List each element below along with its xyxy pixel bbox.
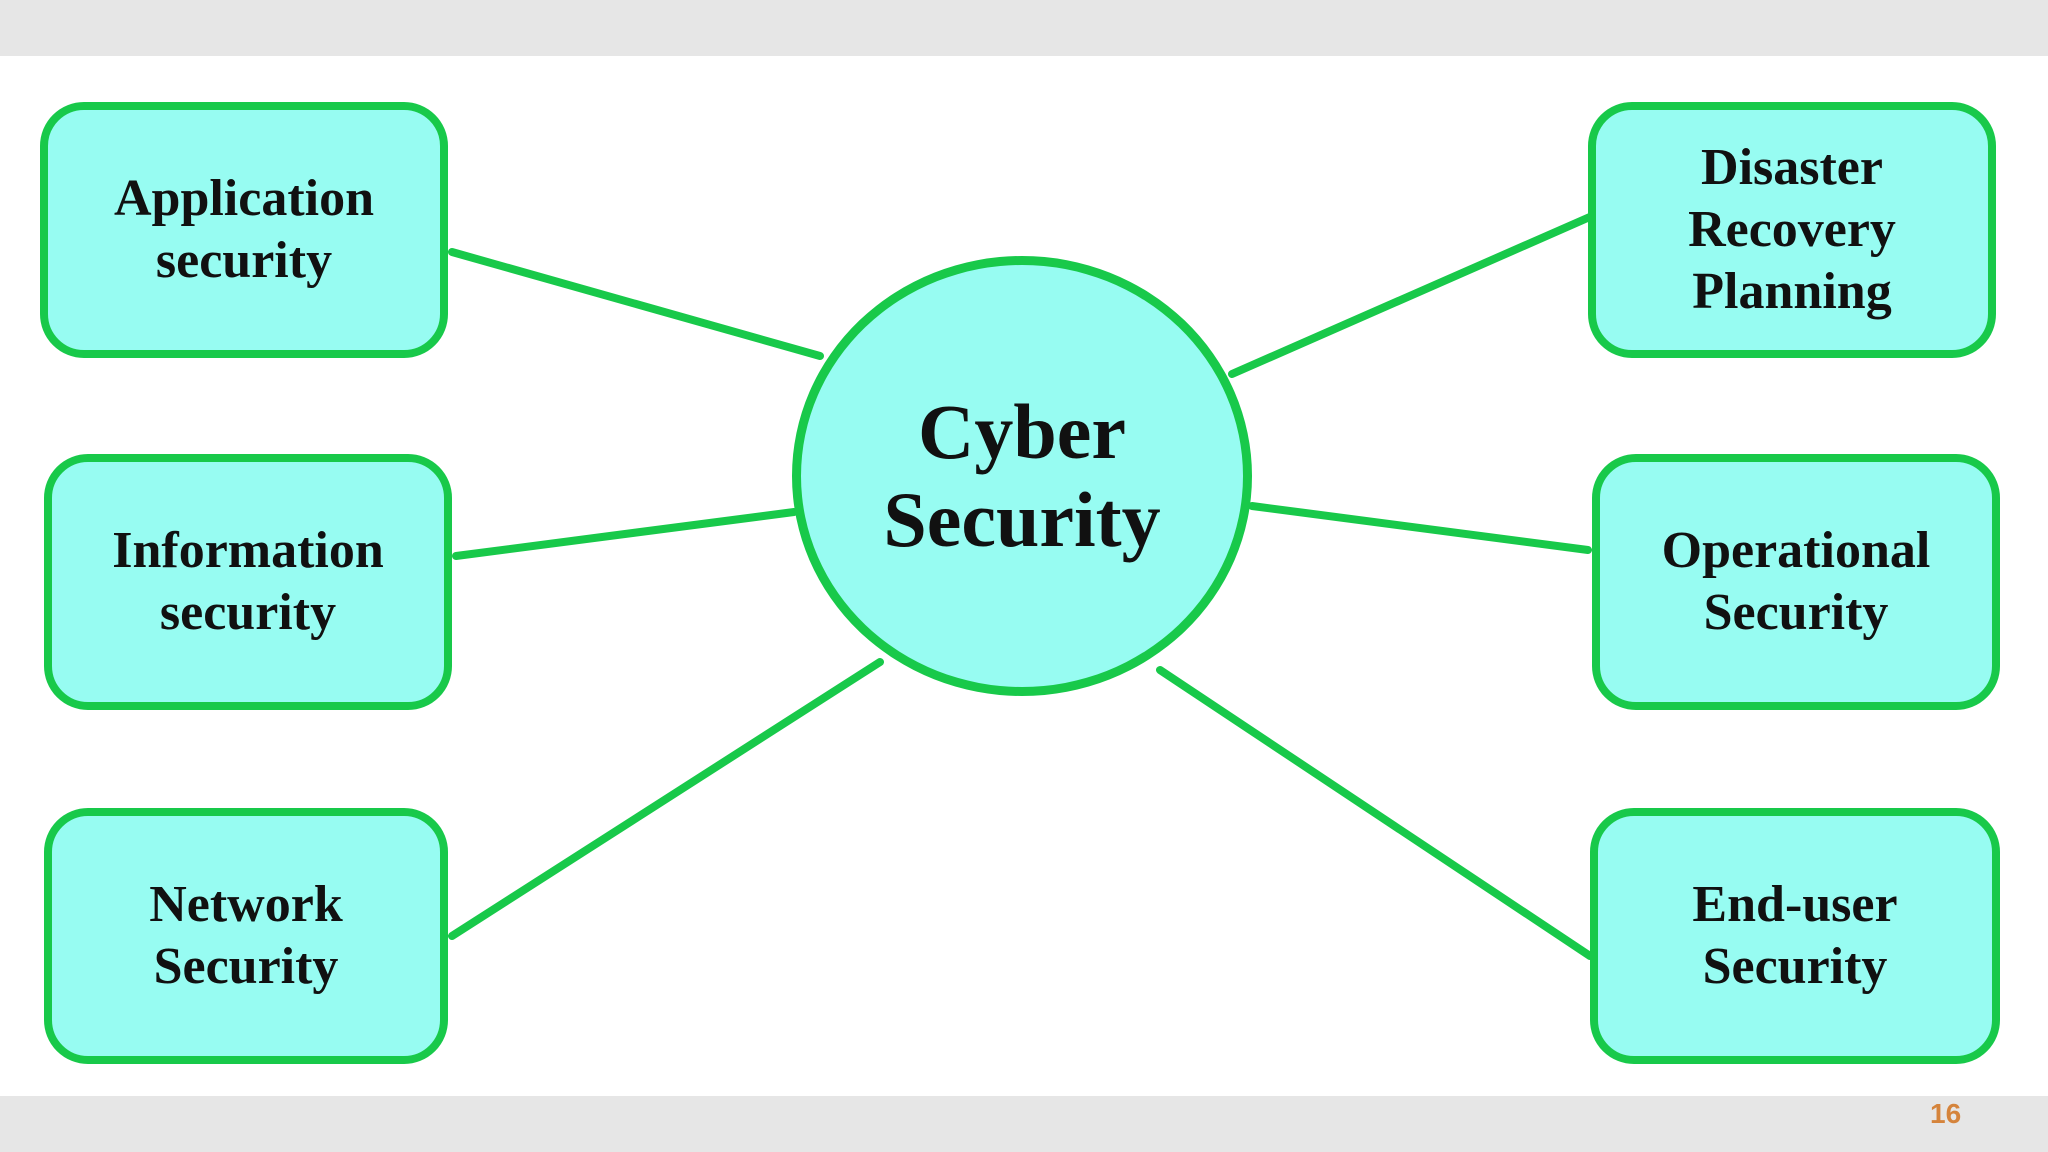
- hub-label: Cyber Security: [883, 388, 1161, 563]
- connector-operational-security: [1248, 502, 1592, 554]
- connector-application-security: [448, 248, 824, 360]
- node-information-security: Information security: [44, 454, 452, 710]
- connector-end-user-security: [1156, 666, 1594, 960]
- page-number: 16: [1930, 1098, 1962, 1129]
- node-operational-security: Operational Security: [1592, 454, 2000, 710]
- node-label: Network Security: [149, 876, 343, 995]
- node-label: Operational Security: [1661, 522, 1931, 641]
- connector-network-security: [448, 658, 884, 940]
- node-end-user-security: End-user Security: [1590, 808, 2000, 1064]
- connector-information-security: [452, 508, 798, 560]
- node-disaster-recovery-planning: Disaster Recovery Planning: [1588, 102, 1996, 358]
- node-label: Information security: [112, 522, 384, 641]
- node-label: End-user Security: [1692, 876, 1898, 995]
- node-application-security: Application security: [40, 102, 448, 358]
- node-network-security: Network Security: [44, 808, 448, 1064]
- hub-cyber-security: Cyber Security: [792, 256, 1252, 696]
- node-label: Disaster Recovery Planning: [1688, 139, 1896, 320]
- connector-disaster-recovery-planning: [1228, 212, 1596, 378]
- node-label: Application security: [113, 170, 375, 289]
